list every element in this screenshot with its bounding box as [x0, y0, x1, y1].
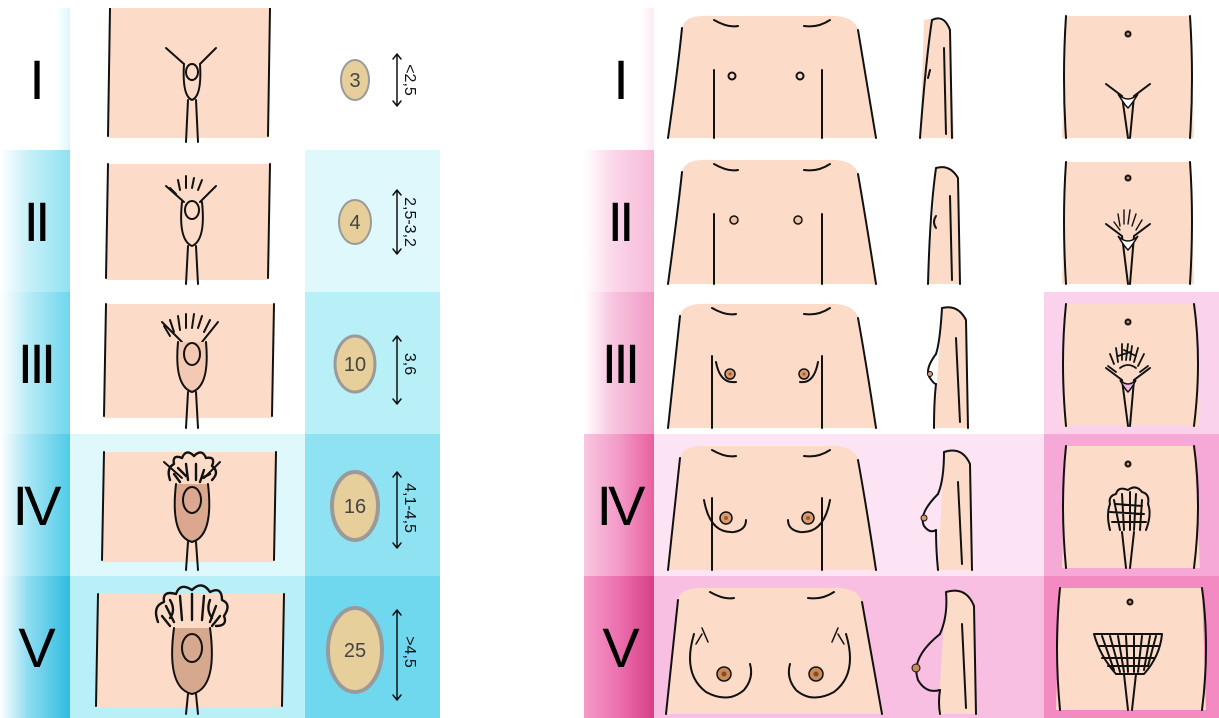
female-stage-1-illustrations	[654, 8, 1219, 150]
male-stage-4-length: 4,1-4,5	[401, 483, 418, 533]
male-stage-4-volume: 16	[344, 496, 366, 518]
female-stage-5-label: V	[584, 576, 654, 718]
male-stage-2-orchidometer: 4 2,5-3,2	[305, 150, 440, 292]
male-stage-2-row: II 4 2,5-3,2	[0, 150, 440, 292]
female-stage-4-row: IV	[584, 434, 1219, 576]
male-stage-2-label: II	[0, 150, 70, 292]
female-stage-4-body-illustrations	[654, 434, 1049, 576]
female-tanner-panel: I II	[584, 8, 1219, 714]
male-stage-5-volume: 25	[344, 640, 366, 662]
male-stage-2-volume: 4	[349, 212, 360, 234]
male-stage-1-orchidometer: 3 <2,5	[305, 8, 440, 150]
female-stage-2-row: II	[584, 150, 1219, 292]
female-stage-5-pubic-illustration	[1044, 576, 1219, 718]
male-stage-3-orchidometer: 10 3,6	[305, 292, 440, 434]
male-stage-1-volume: 3	[349, 70, 360, 92]
male-stage-1-length: <2,5	[401, 64, 418, 96]
male-stage-4-orchidometer: 16 4,1-4,5	[305, 434, 440, 576]
male-stage-3-row: III 10 3,6	[0, 292, 440, 434]
male-stage-1-label: I	[0, 8, 70, 150]
female-stage-3-body-illustrations	[654, 292, 1049, 434]
male-stage-3-length: 3,6	[401, 353, 418, 375]
male-stage-5-orchidometer: 25 >4,5	[305, 576, 440, 718]
male-tanner-panel: I 3 <2,5 II	[0, 8, 440, 714]
male-stage-3-genital-illustration	[70, 292, 305, 434]
male-stage-5-label: V	[0, 576, 70, 718]
male-stage-5-length: >4,5	[401, 636, 418, 668]
female-stage-4-label: IV	[584, 434, 654, 576]
female-stage-2-label: II	[584, 150, 654, 292]
female-stage-4-pubic-illustration	[1044, 434, 1219, 576]
female-stage-3-pubic-illustration	[1044, 292, 1219, 434]
female-stage-3-row: III	[584, 292, 1219, 434]
female-stage-1-label: I	[584, 8, 654, 150]
female-stage-3-label: III	[584, 292, 654, 434]
male-stage-4-label: IV	[0, 434, 70, 576]
female-stage-5-row: V	[584, 576, 1219, 718]
male-stage-5-row: V 25 >4,5	[0, 576, 440, 718]
male-stage-1-genital-illustration	[70, 8, 305, 150]
male-stage-4-row: IV 16 4,1-4,5	[0, 434, 440, 576]
female-stage-5-body-illustrations	[654, 576, 1049, 718]
male-stage-3-label: III	[0, 292, 70, 434]
male-stage-1-row: I 3 <2,5	[0, 8, 440, 150]
male-stage-2-length: 2,5-3,2	[401, 197, 418, 247]
male-stage-5-genital-illustration	[70, 576, 305, 718]
male-stage-4-genital-illustration	[70, 434, 305, 576]
female-stage-2-illustrations	[654, 150, 1219, 292]
male-stage-3-volume: 10	[344, 354, 366, 376]
female-stage-1-row: I	[584, 8, 1219, 150]
male-stage-2-genital-illustration	[70, 150, 305, 292]
